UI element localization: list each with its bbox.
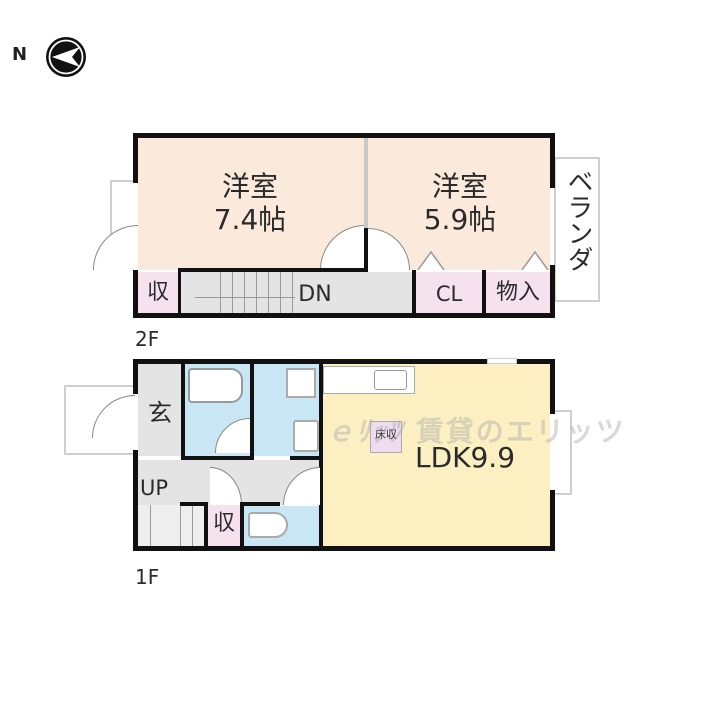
wall <box>180 502 208 506</box>
kitchen-sink-icon <box>374 370 407 390</box>
stairs-1f <box>138 505 204 546</box>
wall <box>482 270 486 315</box>
room-name: 洋室 <box>221 170 278 203</box>
watermark: ｅﾘｯﾂ 賃貸のエリッツ <box>326 415 626 448</box>
stair-step <box>256 272 257 313</box>
wall <box>133 133 555 138</box>
bathtub-icon <box>188 368 243 403</box>
storage-label: 収 <box>212 511 235 536</box>
stairs-up-label: UP <box>140 476 169 500</box>
storage-2f <box>138 272 178 313</box>
stair-step <box>292 272 293 313</box>
wall <box>364 228 368 273</box>
wall <box>550 265 555 318</box>
stair-step <box>232 272 233 313</box>
ldk <box>323 364 550 546</box>
storeroom <box>486 272 550 313</box>
stair-arrow <box>195 297 295 298</box>
closet-door-icon <box>521 250 549 270</box>
stair-step <box>268 272 269 313</box>
wall <box>240 502 280 506</box>
compass-letter: N <box>12 44 28 65</box>
veranda <box>554 157 600 302</box>
wall <box>319 362 323 551</box>
window-frame-right <box>552 410 572 495</box>
entrance <box>138 364 182 456</box>
floor-label-2f: 2F <box>135 327 160 351</box>
wall <box>240 502 244 551</box>
wall <box>133 133 138 183</box>
storage-1f <box>208 505 240 546</box>
closet <box>416 272 482 313</box>
wall <box>181 456 253 460</box>
wall <box>204 502 208 551</box>
ldk-label: LDK9.9 <box>414 441 516 474</box>
compass: N <box>8 35 98 77</box>
stair-step <box>244 272 245 313</box>
wall <box>178 268 181 315</box>
stair-step <box>192 505 193 546</box>
sink-icon <box>293 420 319 452</box>
wall <box>412 270 416 315</box>
stairs-2f <box>181 272 413 313</box>
stair-step <box>220 272 221 313</box>
wall <box>290 456 322 460</box>
window-top <box>487 358 517 364</box>
wall <box>550 359 555 414</box>
room-size: 5.9帖 <box>423 203 497 236</box>
storeroom-label: 物入 <box>495 280 540 305</box>
toilet-icon <box>248 512 288 538</box>
room-size: 7.4帖 <box>213 203 287 236</box>
storage-label: 収 <box>146 280 169 305</box>
closet-door-icon <box>417 250 445 270</box>
wall <box>181 362 185 460</box>
wall <box>133 313 555 318</box>
north-arrow-icon <box>46 37 86 77</box>
wall <box>133 359 138 394</box>
stair-step <box>280 272 281 313</box>
wall <box>133 450 138 551</box>
floor-storage-label: 床収 <box>375 428 397 441</box>
wall <box>133 359 555 364</box>
veranda-label: ベランダ <box>563 168 593 272</box>
wall <box>133 546 555 551</box>
stair-step <box>180 505 181 546</box>
floor-label-1f: 1F <box>135 565 160 589</box>
room-name: 洋室 <box>431 170 488 203</box>
stair-step <box>150 505 151 546</box>
closet-label: CL <box>435 282 463 306</box>
wall <box>250 362 254 460</box>
washing-machine-icon <box>286 368 316 398</box>
wall <box>133 270 138 318</box>
wall <box>550 490 555 551</box>
stairs-label: DN <box>298 282 332 307</box>
wall <box>180 268 365 272</box>
elitz-logo: ｅﾘｯﾂ <box>326 415 405 448</box>
entrance-label: 玄 <box>148 399 172 427</box>
floor-storage <box>370 421 402 453</box>
partition <box>364 138 368 228</box>
floor-2f: ベランダ 洋室 7.4帖 洋室 5.9帖 収 DN CL 物入 2F <box>0 0 720 350</box>
wall <box>550 133 555 188</box>
